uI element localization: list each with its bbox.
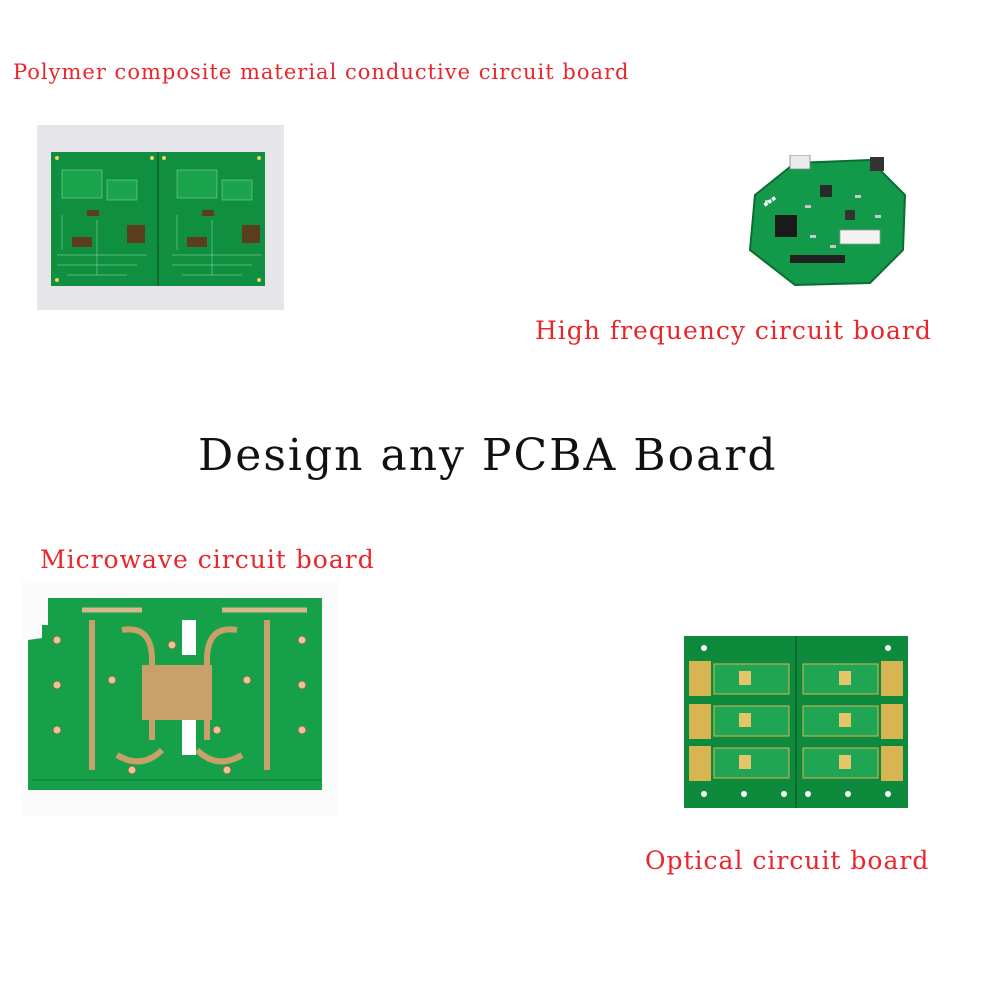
optical-board-image	[684, 636, 908, 808]
high-frequency-board-label: High frequency circuit board	[535, 316, 932, 345]
optical-board-label: Optical circuit board	[645, 846, 930, 875]
headline: Design any PCBA Board	[198, 430, 778, 481]
microwave-board-label: Microwave circuit board	[40, 545, 375, 574]
polymer-board-image	[37, 125, 284, 310]
polymer-board-label: Polymer composite material conductive ci…	[13, 60, 630, 84]
high-frequency-board-image: ▪▪▪	[735, 155, 915, 295]
microwave-board-image	[22, 580, 338, 816]
